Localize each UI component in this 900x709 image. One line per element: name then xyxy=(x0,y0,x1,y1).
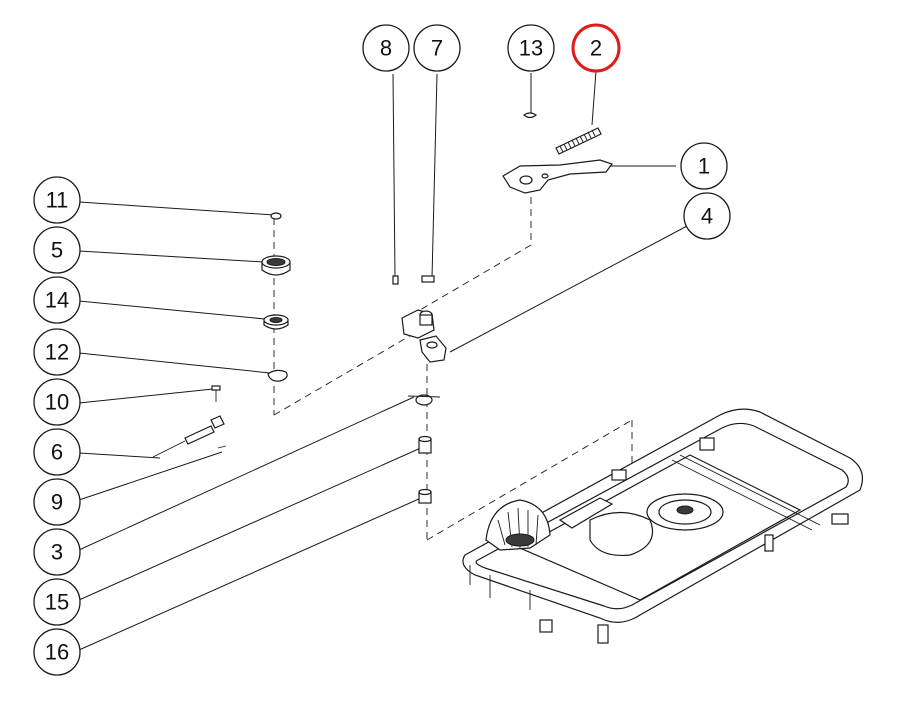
part-11-washer xyxy=(270,212,282,220)
callout-8[interactable]: 8 xyxy=(362,24,410,72)
svg-text:4: 4 xyxy=(701,204,713,229)
svg-text:5: 5 xyxy=(51,238,63,263)
svg-text:12: 12 xyxy=(45,340,69,365)
svg-text:13: 13 xyxy=(519,36,543,61)
part-2-spring xyxy=(555,127,602,155)
callout-12[interactable]: 12 xyxy=(33,328,81,376)
svg-text:15: 15 xyxy=(45,590,69,615)
svg-text:10: 10 xyxy=(45,390,69,415)
svg-text:3: 3 xyxy=(51,540,63,565)
svg-text:16: 16 xyxy=(45,640,69,665)
part-1-lever xyxy=(502,159,613,194)
callout-14[interactable]: 14 xyxy=(33,276,81,324)
callout-7[interactable]: 7 xyxy=(413,24,461,72)
part-5-pulley xyxy=(261,255,291,276)
svg-text:7: 7 xyxy=(431,36,443,61)
callout-16[interactable]: 16 xyxy=(33,628,81,676)
callout-2[interactable]: 2 xyxy=(571,23,621,73)
mower-frame xyxy=(462,408,863,644)
part-14-bearing xyxy=(263,314,289,330)
callout-3[interactable]: 3 xyxy=(33,528,81,576)
svg-text:6: 6 xyxy=(51,440,63,465)
svg-text:1: 1 xyxy=(698,154,710,179)
callout-15[interactable]: 15 xyxy=(33,578,81,626)
part-10-screw xyxy=(211,385,221,402)
assembly-dashed-lines xyxy=(273,185,633,541)
callout-11[interactable]: 11 xyxy=(33,176,81,224)
callout-13[interactable]: 13 xyxy=(507,24,555,72)
callout-6[interactable]: 6 xyxy=(33,428,81,476)
callout-1[interactable]: 1 xyxy=(680,142,728,190)
part-4-bracket xyxy=(401,309,447,363)
callout-10[interactable]: 10 xyxy=(33,378,81,426)
part-16-bushing xyxy=(418,488,432,504)
svg-text:9: 9 xyxy=(51,490,63,515)
part-7-pin xyxy=(421,275,435,283)
callout-4[interactable]: 4 xyxy=(683,192,731,240)
svg-text:14: 14 xyxy=(45,288,69,313)
svg-text:11: 11 xyxy=(46,188,69,213)
part-6-cable xyxy=(152,415,225,458)
part-3-ring xyxy=(407,394,441,406)
svg-text:8: 8 xyxy=(380,36,392,61)
callout-9[interactable]: 9 xyxy=(33,478,81,526)
callouts: 8 7 13 2 1 4 11 5 xyxy=(33,23,731,676)
part-15-bushing xyxy=(418,435,432,454)
part-9-wire xyxy=(217,445,227,449)
part-13-clip xyxy=(522,112,538,119)
callout-5[interactable]: 5 xyxy=(33,226,81,274)
svg-text:2: 2 xyxy=(590,36,602,61)
part-8-pin xyxy=(392,275,399,285)
leader-lines xyxy=(78,70,688,651)
part-12-snap-ring xyxy=(267,369,288,382)
